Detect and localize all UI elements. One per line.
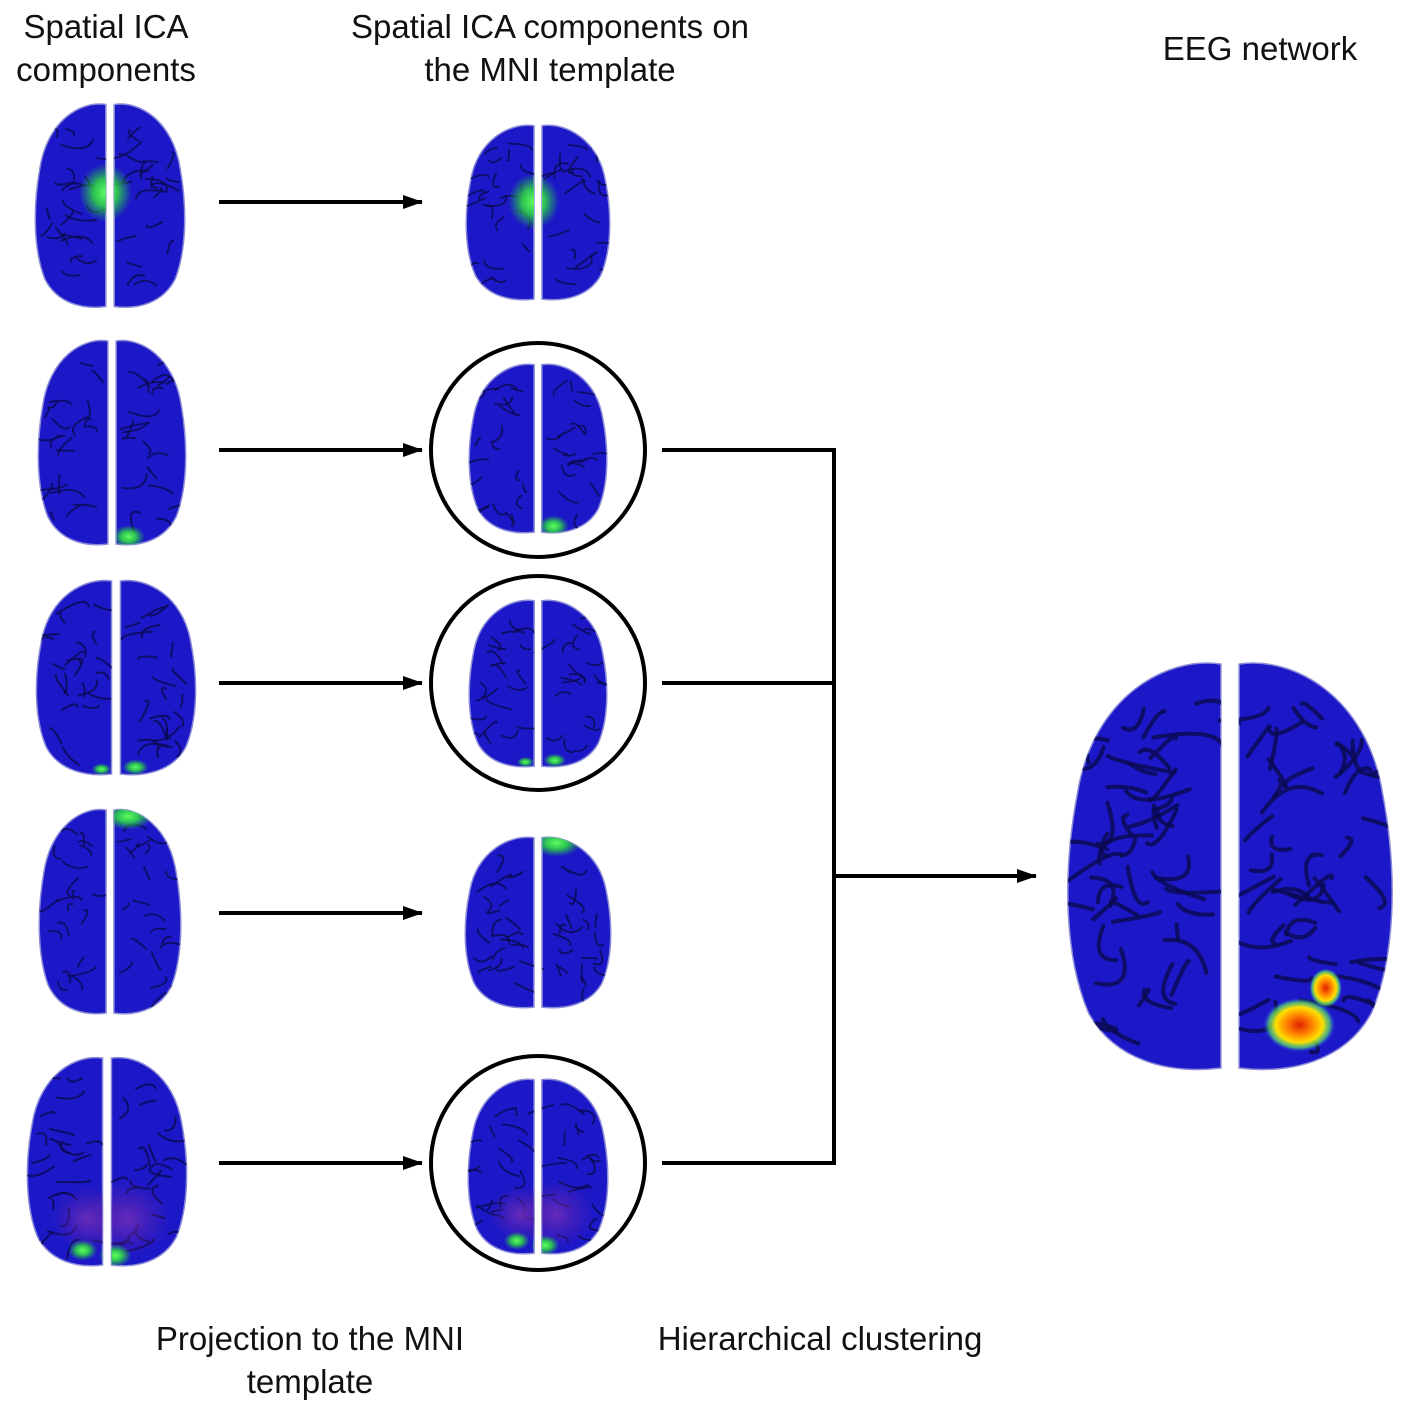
- ica-component-5: [26, 1056, 188, 1267]
- right-hemisphere: [113, 808, 182, 1015]
- mni-component-3: [468, 599, 608, 768]
- column-title-eeg-network: EEG network: [1130, 28, 1390, 71]
- activation-hotspot: [122, 759, 149, 775]
- right-hemisphere: [541, 363, 608, 534]
- activation-hotspot: [517, 756, 534, 767]
- mni-component-2: [468, 363, 608, 534]
- ica-component-1: [34, 103, 186, 308]
- left-hemisphere: [468, 599, 535, 768]
- column-title-line-2: the MNI template: [424, 50, 676, 88]
- left-hemisphere: [468, 363, 535, 534]
- right-hemisphere: [541, 124, 611, 301]
- activation-hotspot: [531, 837, 582, 857]
- brain-maps: [26, 103, 1393, 1267]
- selected-component-circle: [429, 341, 647, 559]
- right-hemisphere: [541, 599, 608, 768]
- activation-hotspot: [68, 1240, 98, 1261]
- right-hemisphere: [119, 579, 197, 776]
- eeg-network-brain: [1067, 662, 1393, 1071]
- activation-hotspot: [543, 753, 566, 767]
- activation-hotspot: [538, 515, 569, 533]
- mni-component-1: [465, 124, 611, 301]
- activation-hotspot: [503, 1231, 530, 1250]
- left-hemisphere: [465, 124, 535, 301]
- column-title-mni-template: Spatial ICA components on the MNI templa…: [320, 6, 780, 92]
- right-hemisphere: [541, 836, 612, 1009]
- activation-hotspot: [112, 525, 145, 545]
- mni-component-5: [467, 1078, 609, 1255]
- caption-line-1: Projection to the MNI: [155, 1320, 465, 1357]
- activation-hotspot: [508, 173, 560, 230]
- left-hemisphere: [38, 808, 107, 1015]
- left-hemisphere: [37, 339, 109, 546]
- left-hemisphere: [464, 836, 535, 1009]
- ica-component-2: [37, 339, 187, 546]
- caption-projection: Projection to the MNI template: [110, 1318, 510, 1404]
- caption-clustering: Hierarchical clustering: [620, 1318, 1020, 1361]
- ica-component-4: [38, 808, 182, 1015]
- arrows: [219, 195, 1037, 1272]
- activation-hotspot: [98, 1244, 132, 1266]
- left-hemisphere: [34, 103, 107, 308]
- activation-hotspot: [530, 1235, 560, 1254]
- right-hemisphere: [113, 103, 186, 308]
- ica-component-3: [35, 579, 197, 776]
- right-hemisphere: [115, 339, 187, 546]
- activation-hotspot: [1309, 968, 1343, 1008]
- caption-line-2: template: [246, 1362, 374, 1400]
- column-title-ica-components: Spatial ICA components: [0, 6, 212, 92]
- left-hemisphere: [35, 579, 113, 776]
- activation-hotspot: [78, 163, 133, 222]
- selected-component-circle: [429, 1054, 647, 1272]
- activation-hotspot: [1263, 997, 1336, 1053]
- selected-component-circle: [429, 574, 647, 792]
- column-title-line-1: EEG network: [1162, 30, 1358, 67]
- column-title-line-1: Spatial ICA components on: [350, 8, 750, 45]
- mni-component-4: [464, 836, 612, 1009]
- activation-hotspot: [91, 763, 112, 775]
- activation-hotspot: [103, 809, 153, 830]
- column-title-line-2: components: [16, 50, 196, 88]
- right-hemisphere: [1238, 662, 1393, 1071]
- column-title-line-1: Spatial ICA: [23, 8, 189, 45]
- caption-line-1: Hierarchical clustering: [657, 1320, 983, 1357]
